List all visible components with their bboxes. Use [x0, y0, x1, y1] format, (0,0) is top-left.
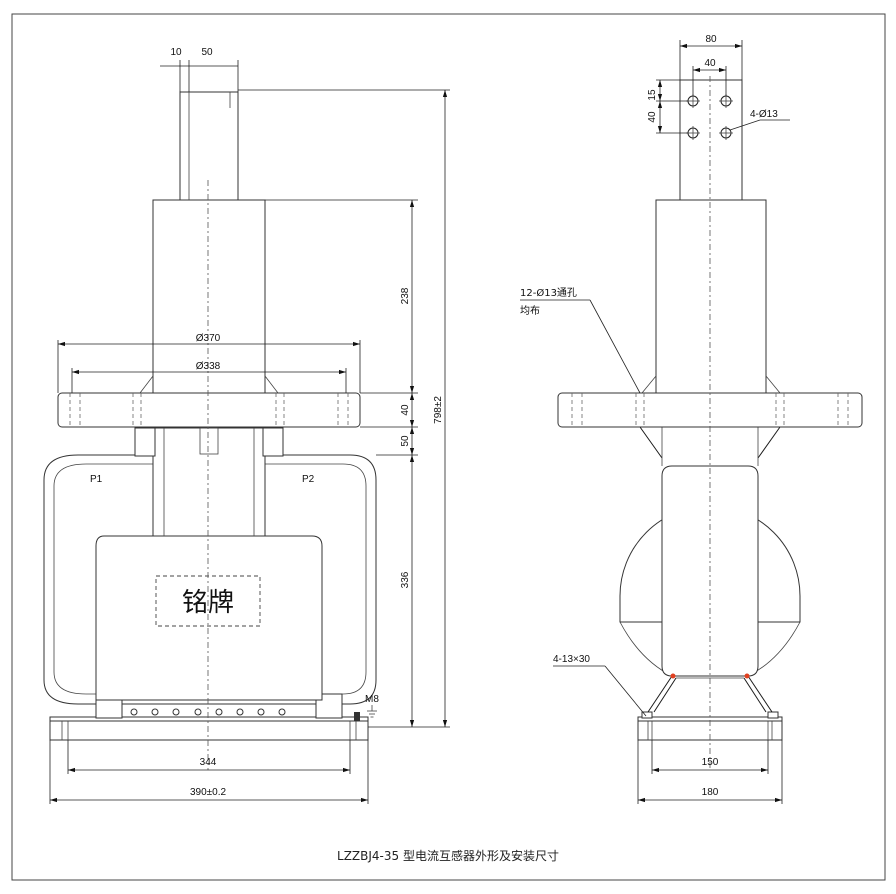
dim-hole-spacing-v: 40: [647, 111, 658, 123]
drawing-caption: LZZBJ4-35 型电流互感器外形及安装尺寸: [337, 848, 559, 863]
dim-mount-spacing-side: 150: [702, 757, 719, 768]
terminal-holes-label: 4-Ø13: [750, 109, 778, 120]
dim-diameter-bolt: Ø338: [196, 361, 221, 372]
mount-slots-label: 4-13×30: [553, 654, 590, 665]
flange-holes-note: 均布: [520, 305, 540, 317]
secondary-terminals: [130, 708, 286, 716]
dim-upper-height: 238: [400, 287, 411, 304]
side-view: 80 40 15 40 4-Ø13 12-Ø13通孔 均布 4-13×30 15…: [520, 34, 863, 804]
dim-total-height: 798±2: [433, 396, 444, 424]
dim-body-height: 336: [400, 571, 411, 588]
dim-base-width-side: 180: [702, 787, 719, 798]
drawing-frame: [11, 13, 886, 881]
dim-neck-height: 50: [400, 435, 411, 447]
front-terminal-bar: [179, 91, 239, 201]
flange-holes-label: 12-Ø13通孔: [520, 287, 577, 299]
label-p2: P2: [302, 474, 315, 485]
side-upper-cylinder: [655, 199, 767, 394]
front-nameplate-panel: [95, 535, 323, 701]
front-view: 铭牌 M8 P1 P2: [43, 47, 450, 804]
dim-diameter-outer: Ø370: [196, 333, 221, 344]
front-flange: [57, 392, 361, 428]
front-base-plate: [49, 719, 369, 741]
dim-terminal-thickness: 10: [170, 47, 182, 58]
dim-base-width: 390±0.2: [190, 787, 227, 798]
dim-hole-spacing-h: 40: [704, 58, 716, 69]
label-p1: P1: [90, 474, 103, 485]
dim-flange-thickness: 40: [400, 404, 411, 416]
dim-terminal-width-side: 80: [705, 34, 717, 45]
dim-terminal-width: 50: [201, 47, 213, 58]
front-neck: [152, 427, 266, 537]
dim-hole-edge: 15: [647, 89, 658, 101]
ground-bolt-label: M8: [365, 694, 379, 705]
front-base-top-strip: [49, 716, 369, 722]
ground-bolt: M8: [354, 694, 379, 721]
dim-mount-spacing: 344: [200, 757, 217, 768]
